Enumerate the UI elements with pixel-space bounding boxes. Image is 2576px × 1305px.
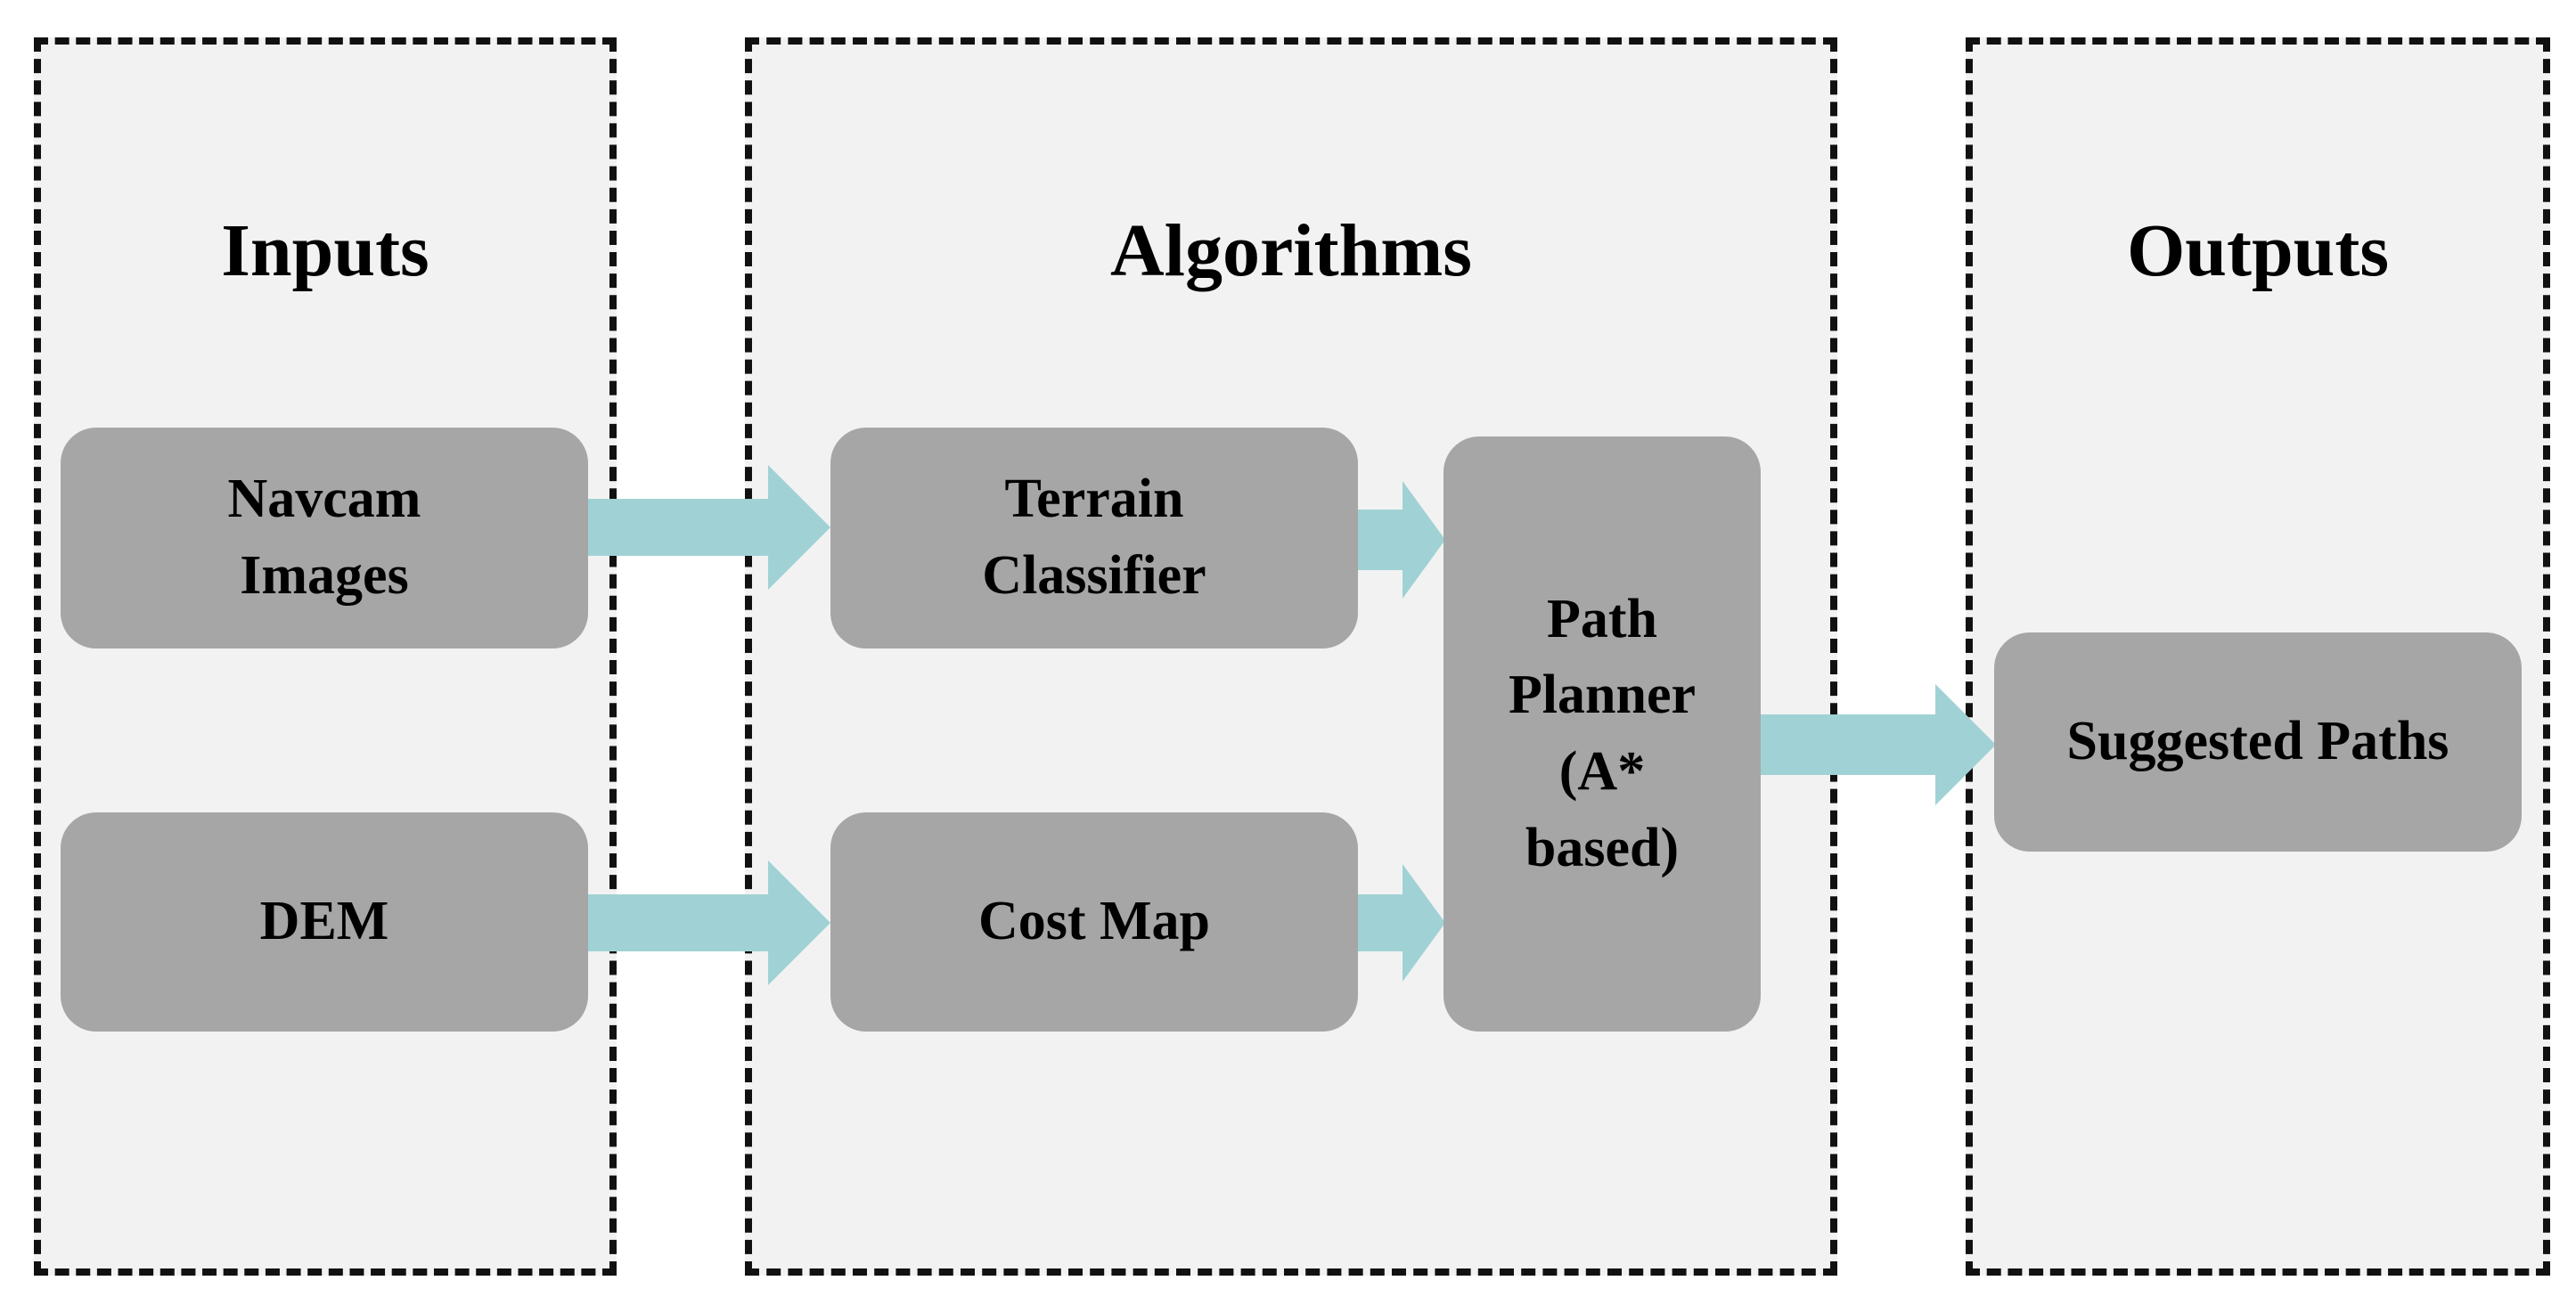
navcam-images-box: Navcam Images	[61, 428, 588, 648]
suggested-paths-label: Suggested Paths	[2066, 711, 2449, 772]
terrain-classifier-label: Terrain Classifier	[982, 469, 1206, 606]
path-planner-label: Path Planner (A* based)	[1508, 588, 1697, 878]
dem-box: DEM	[61, 812, 588, 1032]
navcam-images-label: Navcam Images	[227, 469, 421, 606]
arrow-dem-to-costmap	[588, 860, 830, 985]
inputs-panel: Inputs	[34, 37, 617, 1276]
cost-map-label: Cost Map	[977, 891, 1211, 952]
arrow-costmap-to-planner	[1358, 864, 1445, 982]
inputs-title: Inputs	[221, 209, 429, 292]
arrow-planner-to-suggested	[1761, 684, 1996, 805]
terrain-classifier-box: Terrain Classifier	[830, 428, 1358, 648]
algorithms-title: Algorithms	[1110, 209, 1472, 292]
arrow-terrain-to-planner	[1358, 481, 1445, 599]
outputs-title: Outputs	[2126, 209, 2390, 292]
path-planner-box: Path Planner (A* based)	[1443, 436, 1761, 1032]
arrow-navcam-to-terrain	[588, 465, 830, 590]
cost-map-box: Cost Map	[830, 812, 1358, 1032]
dem-label: DEM	[259, 891, 389, 952]
suggested-paths-box: Suggested Paths	[1994, 632, 2522, 852]
